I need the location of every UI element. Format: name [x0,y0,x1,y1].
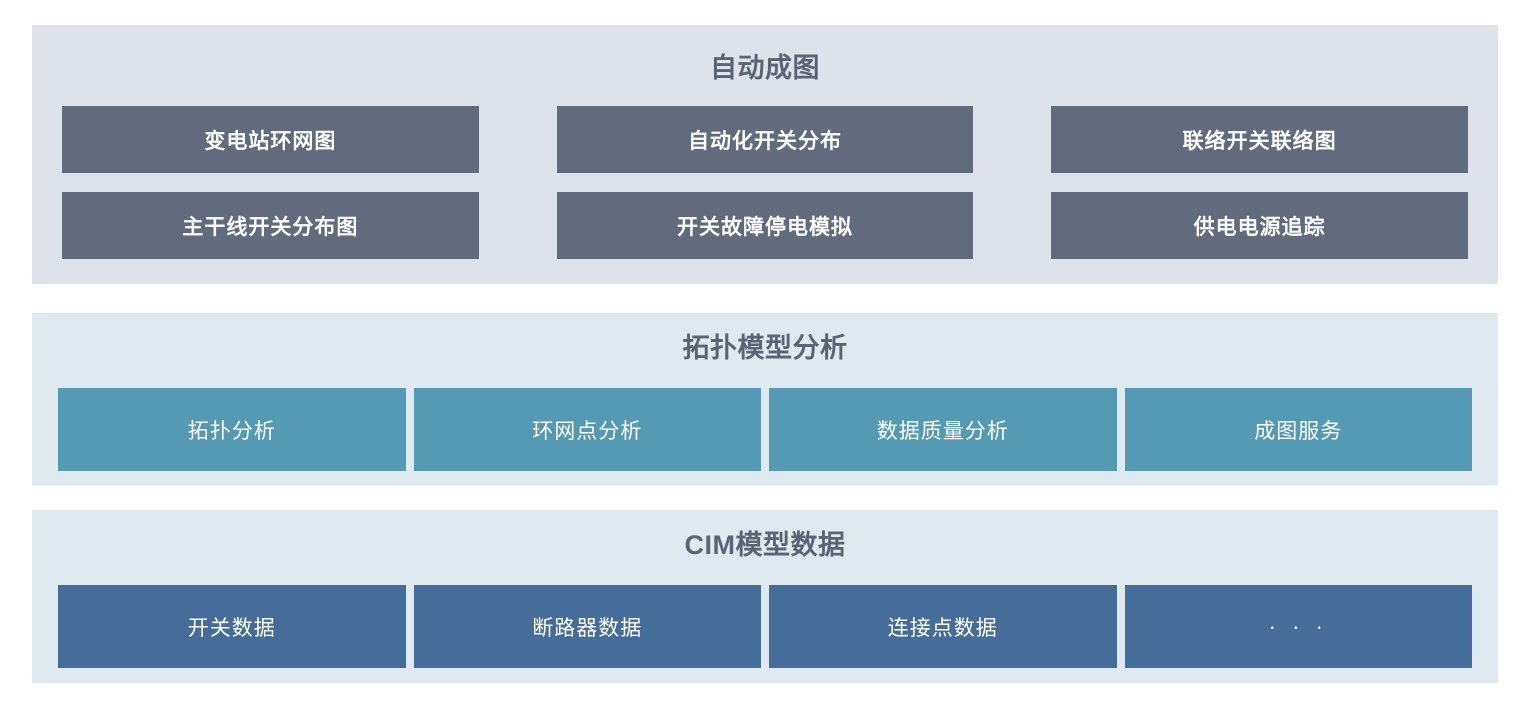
tile-topology-analysis[interactable]: 拓扑分析 [58,388,406,471]
tile-power-supply-source-tracing[interactable]: 供电电源追踪 [1051,192,1469,259]
tile-ring-network-point-analysis[interactable]: 环网点分析 [413,388,761,471]
section-automap-row-2: 主干线开关分布图 开关故障停电模拟 供电电源追踪 [32,192,1498,259]
tile-connectivity-node-data[interactable]: 连接点数据 [769,585,1117,668]
tile-switch-data[interactable]: 开关数据 [58,585,406,668]
section-cim-row-1: 开关数据 断路器数据 连接点数据 · · · [32,585,1498,668]
tile-substation-ring-network-diagram[interactable]: 变电站环网图 [62,106,479,173]
tile-circuit-breaker-data[interactable]: 断路器数据 [413,585,761,668]
tile-automation-switch-distribution[interactable]: 自动化开关分布 [556,106,974,173]
tile-diagram-generation-service[interactable]: 成图服务 [1124,388,1472,471]
section-automap-title: 自动成图 [710,53,820,83]
tile-switch-fault-outage-simulation[interactable]: 开关故障停电模拟 [556,192,974,259]
section-cim-title: CIM模型数据 [684,530,846,560]
tile-tie-switch-connection-diagram[interactable]: 联络开关联络图 [1051,106,1469,173]
tile-trunk-line-switch-distribution-diagram[interactable]: 主干线开关分布图 [62,192,479,259]
section-automap: 自动成图 变电站环网图 自动化开关分布 联络开关联络图 主干线开关分布图 开关故… [32,25,1498,284]
section-topology-row-1: 拓扑分析 环网点分析 数据质量分析 成图服务 [32,388,1498,471]
section-topology-model-analysis: 拓扑模型分析 拓扑分析 环网点分析 数据质量分析 成图服务 [32,313,1498,485]
tile-more-data-ellipsis[interactable]: · · · [1124,585,1472,668]
section-topology-title: 拓扑模型分析 [682,333,848,363]
section-cim-model-data: CIM模型数据 开关数据 断路器数据 连接点数据 · · · [32,510,1498,683]
section-automap-row-1: 变电站环网图 自动化开关分布 联络开关联络图 [32,106,1498,173]
tile-data-quality-analysis[interactable]: 数据质量分析 [769,388,1117,471]
